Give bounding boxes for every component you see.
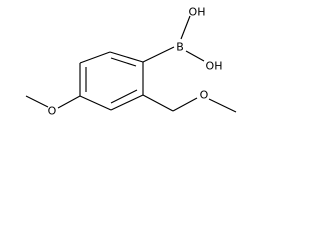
ring-double-bond-right: [110, 89, 138, 104]
boronic-acid-group: B OH OH: [142, 6, 223, 73]
ring-bond-c6-c1: [79, 51, 111, 64]
bond-right-oxygen-to-methyl: [208, 98, 237, 113]
benzene-ring: [79, 51, 144, 111]
bond-boron-to-right-oh: [185, 50, 205, 62]
bond-left-oxygen-to-methyl: [25, 95, 49, 108]
ring-bond-c1-c2: [109, 51, 144, 63]
ring-double-bond-top: [110, 57, 137, 67]
ring-bond-c4-c5: [79, 95, 112, 111]
chemical-structure: B OH OH O O: [25, 6, 237, 118]
methoxymethyl-group: O: [142, 89, 237, 113]
right-oxygen-label: O: [200, 89, 209, 102]
top-hydroxyl-label: OH: [189, 6, 206, 19]
bond-ch2-to-right-oxygen: [172, 97, 198, 112]
bond-ring-to-left-oxygen: [57, 95, 81, 109]
boron-label: B: [176, 41, 184, 54]
left-oxygen-label: O: [48, 105, 57, 118]
bond-boron-to-top-oh: [180, 15, 191, 40]
ring-bond-c3-c4: [110, 94, 144, 111]
left-methoxy-group: O: [25, 95, 81, 118]
bond-ring-to-ch2: [142, 94, 174, 112]
bond-ring-to-boron: [142, 46, 175, 63]
right-hydroxyl-label: OH: [206, 60, 223, 73]
